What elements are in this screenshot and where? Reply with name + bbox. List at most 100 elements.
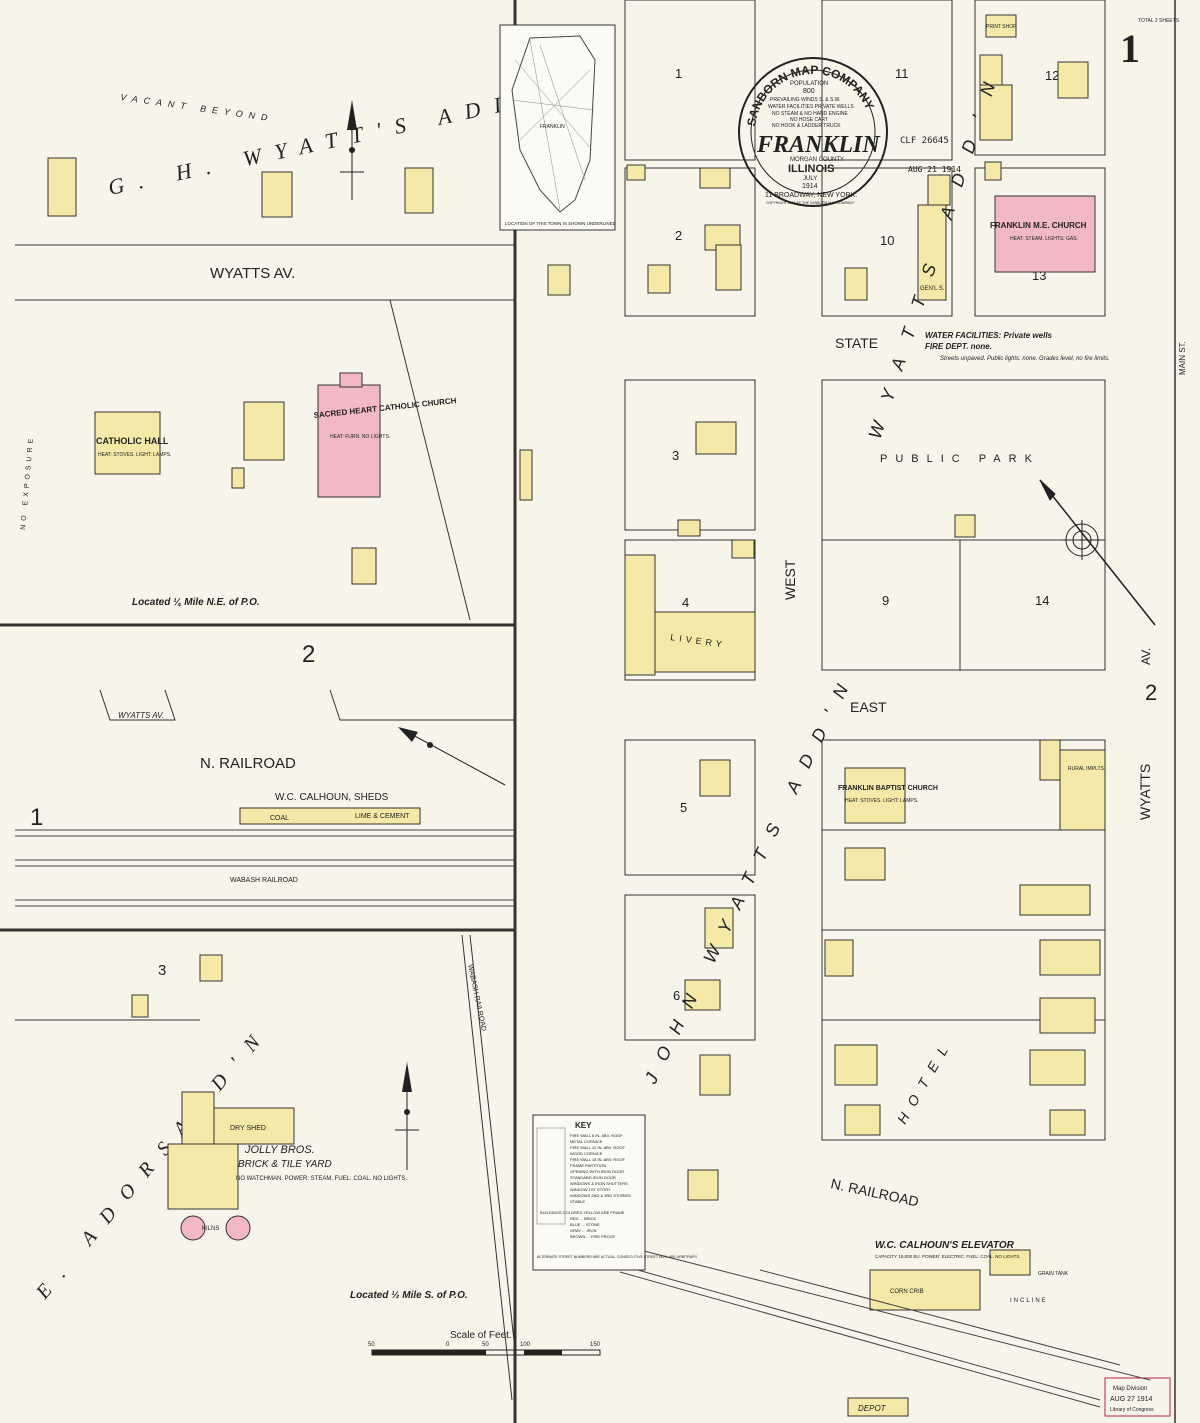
- street-av: AV.: [1139, 648, 1153, 665]
- scale-tick: 50: [368, 1342, 375, 1348]
- block-number: 6: [673, 988, 680, 1003]
- vacant-note: VACANT BEYOND: [120, 92, 274, 123]
- franklin-me-note: HEAT: STEAM. LIGHTS: GAS.: [1010, 236, 1078, 242]
- dry-shed-label: DRY SHED: [230, 1125, 266, 1132]
- key-row: WINDOW 1ST STORY: [570, 1187, 611, 1192]
- title-cartouche: SANBORN MAP COMPANY POPULATION 800 PREVA…: [738, 57, 888, 207]
- key-color-row: BROWN ... FIRE PROOF: [570, 1234, 616, 1239]
- key-footer: ALTERNATE STREET NUMBERS ARE ACTUAL, CON…: [537, 1255, 698, 1259]
- block-number: 12: [1045, 68, 1059, 83]
- jolly-bros-note: NO WATCHMAN. POWER: STEAM. FUEL: COAL. N…: [236, 1176, 407, 1182]
- sacred-heart-note: HEAT: FURN. NO LIGHTS.: [330, 434, 390, 440]
- county-name: MORGAN COUNTY: [790, 157, 844, 163]
- block-number: 5: [680, 800, 687, 815]
- key-row: WOOD CORNICE: [570, 1151, 603, 1156]
- compass-rose: [1039, 479, 1156, 626]
- street-wyatts: WYATTS: [1137, 764, 1153, 820]
- key-row: WINDOWS 2ND & 3RD STORIES: [570, 1193, 631, 1198]
- scale-tick: 0: [446, 1342, 450, 1348]
- key-row: STABLE: [570, 1199, 585, 1204]
- town-name: FRANKLIN: [756, 132, 881, 158]
- water-facilities: WATER FACILITIES PRIVATE WELLS: [768, 104, 854, 110]
- block-number: 1: [675, 66, 682, 81]
- baptist-label: FRANKLIN BAPTIST CHURCH: [838, 785, 938, 792]
- year: 1914: [802, 183, 818, 190]
- elevator-label: W.C. CALHOUN'S ELEVATOR: [875, 1240, 1015, 1251]
- dwelling: [404, 167, 434, 214]
- steam-note: NO STEAM & NO HAND ENGINE: [772, 111, 849, 117]
- block-number: 9: [882, 593, 889, 608]
- key-row: FIRE WALL 12 IN. ABV. ROOF: [570, 1145, 625, 1150]
- illinois-inset: FRANKLIN LOCATION OF THIS TOWN IS SHOWN …: [499, 24, 617, 231]
- calhoun-sheds-label: W.C. CALHOUN, SHEDS: [275, 792, 389, 803]
- dwelling: [47, 157, 77, 217]
- location-note-s: Located ½ Mile S. of P.O.: [350, 1290, 468, 1301]
- catholic-hall-note: HEAT: STOVES. LIGHT: LAMPS.: [98, 452, 171, 458]
- section-number-1: 1: [30, 804, 43, 831]
- dry-shed: [213, 1107, 295, 1145]
- scale-bar: Scale of Feet. 50 0 50 100 150: [368, 1330, 601, 1356]
- franklin-me-label: FRANKLIN M.E. CHURCH: [990, 221, 1087, 230]
- month: JULY: [803, 176, 817, 182]
- jolly-bros-building: [181, 1091, 215, 1145]
- railroad-tracks: [619, 1249, 1151, 1408]
- john-wyatts-addition: JOHN WYATTS ADD'N: [640, 667, 859, 1088]
- key-color-row: BUILDINGS COLORED YELLOW ARE FRAME: [540, 1210, 625, 1215]
- street-west: WEST: [782, 559, 798, 600]
- north-arrow-bottom: [395, 1062, 419, 1170]
- key-row: OPENING WITH IRON DOOR: [570, 1169, 624, 1174]
- lime-label: LIME & CEMENT: [355, 813, 410, 820]
- water-facilities-note: WATER FACILITIES: Private wells: [925, 331, 1053, 340]
- street-wyatts-av-short: WYATTS AV.: [118, 711, 164, 720]
- sheet-count-note: TOTAL 2 SHEETS: [1138, 18, 1180, 24]
- scale-tick: 100: [520, 1342, 531, 1348]
- elevator-note: CAPACITY 15,000 BU. POWER: ELECTRIC. FUE…: [875, 1254, 1021, 1259]
- jolly-bros-title: JOLLY BROS.: [244, 1144, 315, 1156]
- sheet-number: 1: [1120, 26, 1140, 71]
- public-park-label: PUBLIC PARK: [880, 453, 1040, 465]
- wabash-railroad-label: WABASH RAILROAD: [230, 877, 298, 884]
- key-color-row: GRAY ... IRON: [570, 1228, 597, 1233]
- block-number: 2: [675, 228, 682, 243]
- stable: [131, 994, 149, 1018]
- map-division-stamp: Map Division AUG 27 1914 Library of Cong…: [1104, 1377, 1171, 1417]
- block-number: 14: [1035, 593, 1049, 608]
- scale-tick: 150: [590, 1342, 601, 1348]
- key-title: KEY: [575, 1121, 592, 1130]
- incline-label: INCLINE: [1010, 1298, 1048, 1304]
- hotel-label: HOTEL: [894, 1035, 956, 1127]
- key-row: WINDOWS & IRON SHUTTERS: [570, 1181, 628, 1186]
- section-number-2: 2: [302, 641, 315, 668]
- block-number: 4: [682, 595, 689, 610]
- fire-dept-note: FIRE DEPT. none.: [925, 342, 992, 351]
- dwelling: [199, 954, 223, 982]
- block-number: 10: [880, 233, 894, 248]
- location-note-ne: Located ¼ Mile N.E. of P.O.: [132, 597, 260, 608]
- rural-implts-label: RURAL IMPLTS.: [1068, 766, 1105, 772]
- population-value: 800: [803, 88, 815, 95]
- jolly-bros-yard: [167, 1143, 239, 1210]
- print-shop-label: PRINT SHOP: [986, 24, 1017, 30]
- key-row: METAL CORNICE: [570, 1139, 603, 1144]
- key-color-row: BLUE ... STONE: [570, 1222, 600, 1227]
- baptist-note: HEAT: STOVES. LIGHT: LAMPS.: [845, 798, 918, 804]
- north-arrow-middle: [398, 727, 506, 786]
- gen-s-label: GEN'L S.: [920, 286, 945, 292]
- key-row: FIRE WALL 18 IN. ABV. ROOF: [570, 1157, 625, 1162]
- legend-key: KEY FIRE WALL 6 IN. ABV. ROOF METAL CORN…: [532, 1114, 698, 1271]
- sanders-addition-section: 3 E. ADORSADD'N WABASH RAILROAD DRY SHED…: [15, 934, 601, 1401]
- prevailing-winds: PREVAILING WINDS S. & S.W.: [770, 97, 840, 103]
- church-tower: [339, 372, 363, 388]
- kilns-label: KILNS: [202, 1226, 219, 1232]
- dwelling: [243, 401, 285, 461]
- no-exposure-note: NO EXPOSURE: [20, 435, 35, 531]
- coal-label: COAL: [270, 815, 289, 822]
- calhoun-coal-shed: [239, 807, 421, 825]
- key-row: STANDARD IRON DOOR: [570, 1175, 616, 1180]
- received-stamp: AUG 21 1914: [908, 165, 961, 174]
- key-row: FIRE WALL 6 IN. ABV. ROOF: [570, 1133, 623, 1138]
- dwelling: [261, 171, 293, 218]
- kiln: [180, 1215, 206, 1241]
- depot-label: DEPOT: [858, 1404, 887, 1413]
